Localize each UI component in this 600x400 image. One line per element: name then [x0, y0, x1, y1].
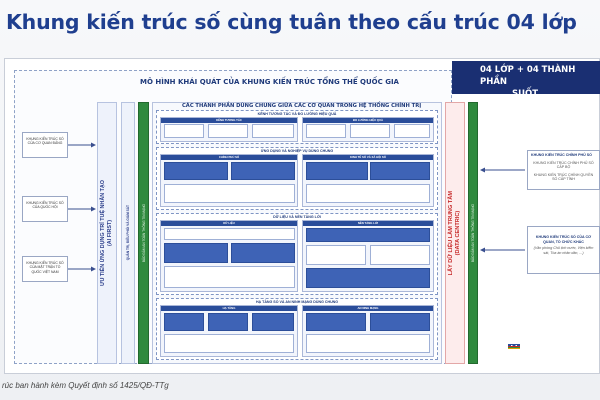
sub-security-title: AN NINH MẠNG	[303, 306, 433, 311]
source-footnote: rúc ban hành kèm Quyết định số 1425/QĐ-T…	[2, 381, 169, 390]
component-cell	[252, 124, 294, 138]
data-centric-strip: LẤY DỮ LIỆU LÀM TRUNG TÂM (DATA CENTRIC)	[445, 102, 465, 364]
component-cell	[306, 162, 368, 180]
component-cell	[394, 124, 430, 138]
component-cell	[252, 313, 294, 331]
component-cell	[208, 124, 248, 138]
right-box-egov-item-2: KHUNG KIẾN TRÚC CHÍNH QUYỀN SỐ CẤP TỈNH	[533, 172, 594, 182]
component-cell	[306, 245, 366, 265]
sub-measure-title: ĐO LƯỜNG HIỆU QUẢ	[303, 118, 433, 123]
component-cell	[164, 228, 295, 240]
component-cell	[164, 334, 294, 353]
component-cell	[306, 124, 346, 138]
right-box-other-note: (Văn phòng Chủ tịch nước, Viện kiểm sát,…	[533, 246, 594, 255]
right-box-egov: KHUNG KIẾN TRÚC CHÍNH PHỦ SỐ KHUNG KIẾN …	[527, 150, 600, 190]
sub-channels-title: KÊNH TƯƠNG TÁC	[161, 118, 297, 123]
shared-components-title: CÁC THÀNH PHẦN DÙNG CHUNG GIỮA CÁC CƠ QU…	[182, 103, 422, 109]
component-cell	[164, 266, 295, 288]
component-cell	[306, 334, 430, 353]
badge-line-2: SUỐT	[512, 89, 539, 99]
sub-data-title: DỮ LIỆU	[161, 221, 297, 226]
left-box-party: KHUNG KIẾN TRÚC SỐ CỦA CƠ QUAN ĐẢNG	[22, 132, 68, 158]
component-cell	[370, 313, 430, 331]
ai-first-strip: ƯU TIÊN ỨNG DỤNG TRÍ TUỆ NHÂN TẠO (AI FI…	[97, 102, 117, 364]
layer-apps-title: ỨNG DỤNG VÀ NGHIỆP VỤ DÙNG CHUNG	[260, 149, 334, 153]
sub-platform-title: NỀN TẢNG LỚI	[303, 221, 433, 226]
left-box-assembly: KHUNG KIẾN TRÚC SỐ CỦA QUỐC HỘI	[22, 196, 68, 222]
sub-egov-title: CHÍNH PHỦ SỐ	[161, 155, 297, 160]
component-cell	[306, 184, 430, 203]
component-cell	[231, 162, 295, 180]
component-cell	[306, 268, 430, 288]
layer-interaction-title: KÊNH TƯƠNG TÁC VÀ ĐO LƯỜNG HIỆU QUẢ	[257, 112, 337, 116]
security-strip-left: BẢO ĐẢM AN TOÀN THÔNG TIN MẠNG	[138, 102, 149, 364]
security-strip-right: BẢO ĐẢM AN TOÀN THÔNG TIN MẠNG	[468, 102, 478, 364]
component-cell	[306, 313, 366, 331]
right-box-egov-title: KHUNG KIẾN TRÚC CHÍNH PHỦ SỐ	[531, 153, 592, 157]
component-cell	[370, 245, 430, 265]
page-title: Khung kiến trúc số cùng tuân theo cấu tr…	[6, 10, 577, 34]
sub-social-title: KINH TẾ SỐ VÀ XÃ HỘI SỐ	[303, 155, 433, 160]
component-cell	[231, 243, 295, 263]
component-cell	[164, 313, 204, 331]
layer-infra-title: HẠ TẦNG SỐ VÀ AN NINH MẠNG DÙNG CHUNG	[255, 300, 339, 304]
outer-frame-title: MÔ HÌNH KHÁI QUÁT CỦA KHUNG KIẾN TRÚC TỔ…	[140, 78, 399, 86]
layers-badge: 04 LỚP + 04 THÀNH PHẦN SUỐT	[452, 61, 600, 99]
component-cell	[208, 313, 248, 331]
layer-data-title: DỮ LIỆU VÀ NỀN TẢNG LỚI	[273, 215, 321, 219]
right-box-egov-item-1: KHUNG KIẾN TRÚC CHÍNH PHỦ SỐ CẤP BỘ	[533, 160, 594, 170]
component-cell	[350, 124, 390, 138]
component-cell	[306, 228, 430, 242]
component-cell	[164, 184, 295, 203]
component-cell	[164, 124, 204, 138]
right-box-other-title: KHUNG KIẾN TRÚC SỐ CỦA CƠ QUAN, TỔ CHỨC …	[535, 235, 592, 244]
left-box-fatherland-front: KHUNG KIẾN TRÚC SỐ CỦA MẶT TRẬN TỔ QUỐC …	[22, 256, 68, 282]
sub-infra-title: HẠ TẦNG	[161, 306, 297, 311]
component-cell	[370, 162, 430, 180]
component-cell	[164, 243, 228, 263]
governance-strip: QUẢN TRỊ, ĐIỀU PHỐI VÀ GIÁM SÁT	[121, 102, 135, 364]
component-cell	[164, 162, 228, 180]
badge-line-1: 04 LỚP + 04 THÀNH PHẦN	[480, 65, 576, 87]
legend	[508, 344, 598, 374]
